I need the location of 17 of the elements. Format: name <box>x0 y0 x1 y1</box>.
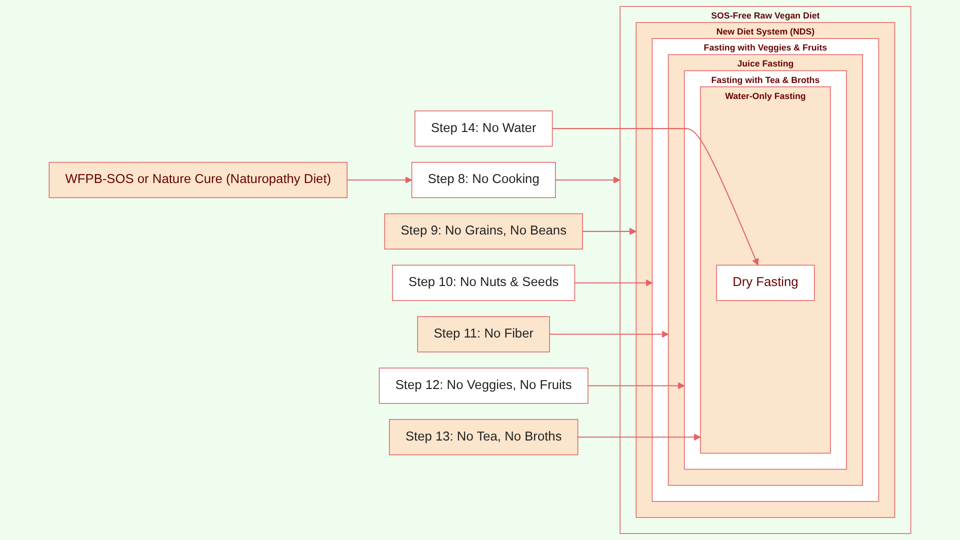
arrow <box>555 176 620 184</box>
arrow <box>582 228 636 235</box>
node-box: Step 9: No Grains, No Beans <box>384 213 583 250</box>
node-box: Step 10: No Nuts & Seeds <box>392 264 576 301</box>
node-box: Dry Fasting <box>716 264 815 301</box>
arrow <box>347 176 412 184</box>
node-box: Step 11: No Fiber <box>417 316 550 352</box>
node-box: Step 12: No Veggies, No Fruits <box>378 368 588 404</box>
arrow <box>578 434 701 441</box>
node-box: Step 13: No Tea, No Broths <box>388 419 578 456</box>
node-box: WFPB-SOS or Nature Cure (Naturopathy Diet) <box>48 162 348 198</box>
arrow <box>574 279 653 286</box>
arrow <box>588 382 685 390</box>
arrow <box>552 128 759 266</box>
node-box: Step 8: No Cooking <box>411 162 556 198</box>
arrow <box>550 330 669 338</box>
node-box: Step 14: No Water <box>414 110 553 147</box>
